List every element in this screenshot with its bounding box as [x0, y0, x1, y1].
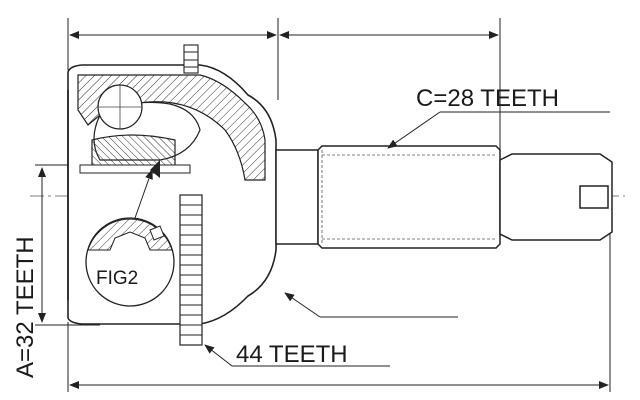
abs-leader: [204, 344, 233, 367]
fig2-label: FIG2: [96, 268, 138, 289]
c-leader: [387, 111, 441, 149]
c-spline-label: C=28 TEETH: [416, 85, 559, 112]
top-dimensions: [67, 18, 501, 150]
abs-tone-ring: [179, 44, 203, 346]
abs-teeth-label: 44 TEETH: [236, 341, 348, 368]
overall-length-dimension: [67, 210, 611, 392]
seat-leader: [284, 292, 321, 318]
stub-shaft: [275, 145, 613, 249]
shaft-spline-lines: [321, 150, 496, 244]
inner-race: [91, 134, 176, 169]
a-spline-label: A=32 TEETH: [12, 236, 39, 378]
